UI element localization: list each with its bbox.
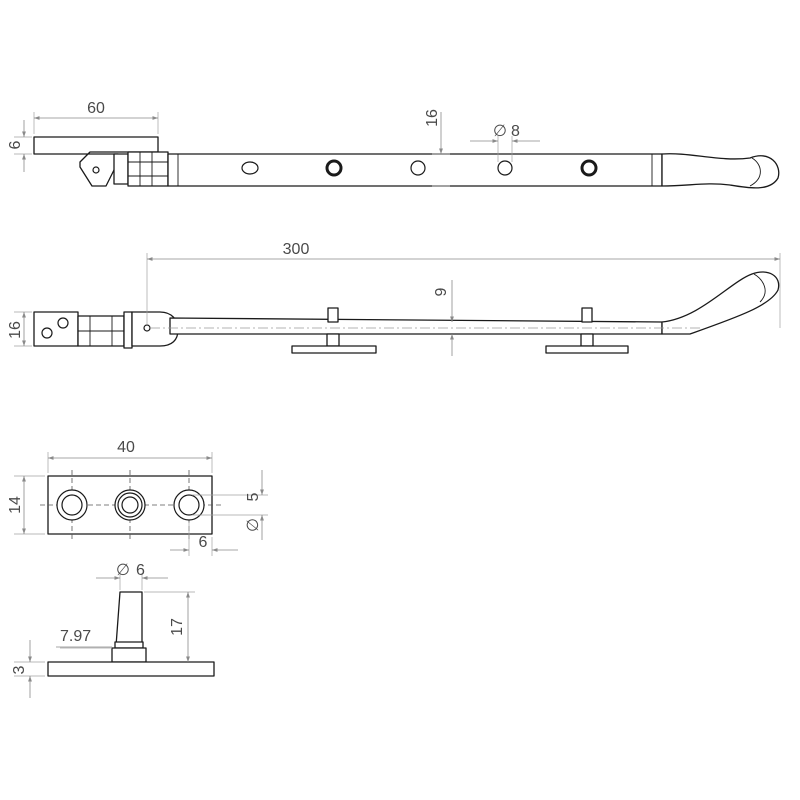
side-view: 300 9 16 <box>7 241 781 356</box>
bracket-hole-2 <box>57 317 69 329</box>
plate-pivot-hole <box>92 166 100 174</box>
arm-hole-3 <box>497 160 513 176</box>
top-plate <box>33 136 159 187</box>
top-view: 60 6 16 ∅ 8 <box>7 100 780 189</box>
dim-text-plate-height: 14 <box>7 496 24 514</box>
arm-hole-2 <box>410 160 426 176</box>
swivel-pin <box>143 324 151 332</box>
pin-shaft <box>115 591 143 647</box>
dim-text-plate-hole-diameter: 5 <box>245 492 262 501</box>
bracket-hole-1 <box>41 327 53 339</box>
pin-base-plate <box>47 661 215 677</box>
dim-text-arm-height: 16 <box>424 109 441 127</box>
dim-text-pin-diameter: 6 <box>136 562 145 579</box>
arm-hole-1 <box>325 159 343 177</box>
dim-symbol-diameter-5: ∅ <box>245 518 262 532</box>
dim-text-hinge-height: 16 <box>7 321 24 339</box>
dim-text-hole-diameter: 8 <box>511 123 520 140</box>
dim-text-top-plate-thickness: 6 <box>7 140 24 149</box>
dim-text-pin-collar: 7.97 <box>60 628 91 645</box>
keep-plate-2 <box>545 345 629 354</box>
dim-text-arm-length: 300 <box>283 241 310 258</box>
hinge-block-left <box>113 153 129 185</box>
dim-symbol-diameter-8: ∅ <box>493 123 507 140</box>
keep-plate-1 <box>291 345 377 354</box>
dim-text-pin-height: 17 <box>169 618 186 636</box>
hinge-block <box>127 151 169 187</box>
dim-symbol-diameter-6: ∅ <box>116 562 130 579</box>
dim-text-arm-offset: 9 <box>433 287 450 296</box>
side-handle <box>661 271 780 335</box>
arm-hole-4 <box>580 159 598 177</box>
upper-pin-2 <box>581 307 593 323</box>
slot-hole <box>241 161 259 175</box>
stay-handle <box>661 153 780 189</box>
dim-text-pin-plate-thickness: 3 <box>11 665 28 674</box>
dim-text-plate-length: 40 <box>117 439 135 456</box>
pin-view: ∅ 6 17 7.97 3 <box>11 562 215 698</box>
plate-view: 40 14 ∅ 5 6 <box>7 439 268 556</box>
end-bracket <box>33 311 79 347</box>
pin-collar <box>111 647 147 663</box>
upper-pin-1 <box>327 307 339 323</box>
dim-text-top-plate-length: 60 <box>87 100 105 117</box>
dim-text-plate-hole-offset: 6 <box>199 534 208 551</box>
